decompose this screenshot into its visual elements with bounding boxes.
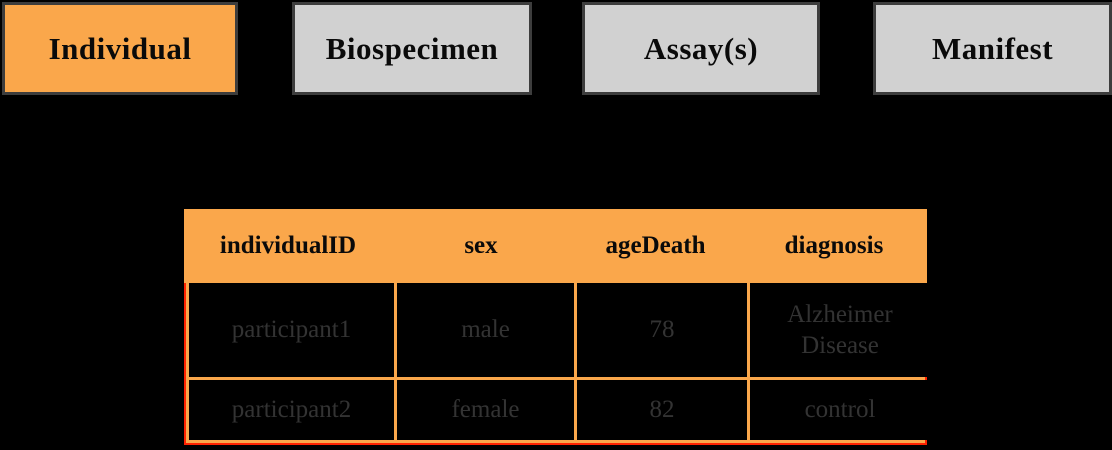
table-cell-agedeath-row1: 78 <box>577 283 747 377</box>
tab-individual-label: Individual <box>48 30 192 66</box>
column-header-agedeath: ageDeath <box>605 232 706 259</box>
table-cell-diagnosis-row2: control <box>750 380 930 440</box>
table-cell-sex-row2: female <box>397 380 574 440</box>
tab-manifest-label: Manifest <box>931 30 1054 66</box>
table-cell-individualid-row1: participant1 <box>189 283 394 377</box>
table-body: participant1 male 78 Alzheimer Disease p… <box>184 283 930 445</box>
tab-assays-label: Assay(s) <box>643 30 759 66</box>
table-cell-diagnosis-row1: Alzheimer Disease <box>750 283 930 377</box>
tab-biospecimen[interactable]: Biospecimen <box>292 2 532 95</box>
column-header-sex: sex <box>464 232 498 259</box>
tab-manifest[interactable]: Manifest <box>873 2 1112 95</box>
tab-biospecimen-label: Biospecimen <box>325 30 499 66</box>
table-cell-sex-row1: male <box>397 283 574 377</box>
tab-assays[interactable]: Assay(s) <box>582 2 820 95</box>
column-header-individualid: individualID <box>219 232 357 259</box>
individual-table: individualID sex ageDeath diagnosis part… <box>184 209 930 445</box>
table-cell-agedeath-row2: 82 <box>577 380 747 440</box>
tab-individual[interactable]: Individual <box>2 2 238 95</box>
table-header-row: individualID sex ageDeath diagnosis <box>184 209 927 283</box>
column-header-diagnosis: diagnosis <box>784 232 884 259</box>
table-cell-individualid-row2: participant2 <box>189 380 394 440</box>
